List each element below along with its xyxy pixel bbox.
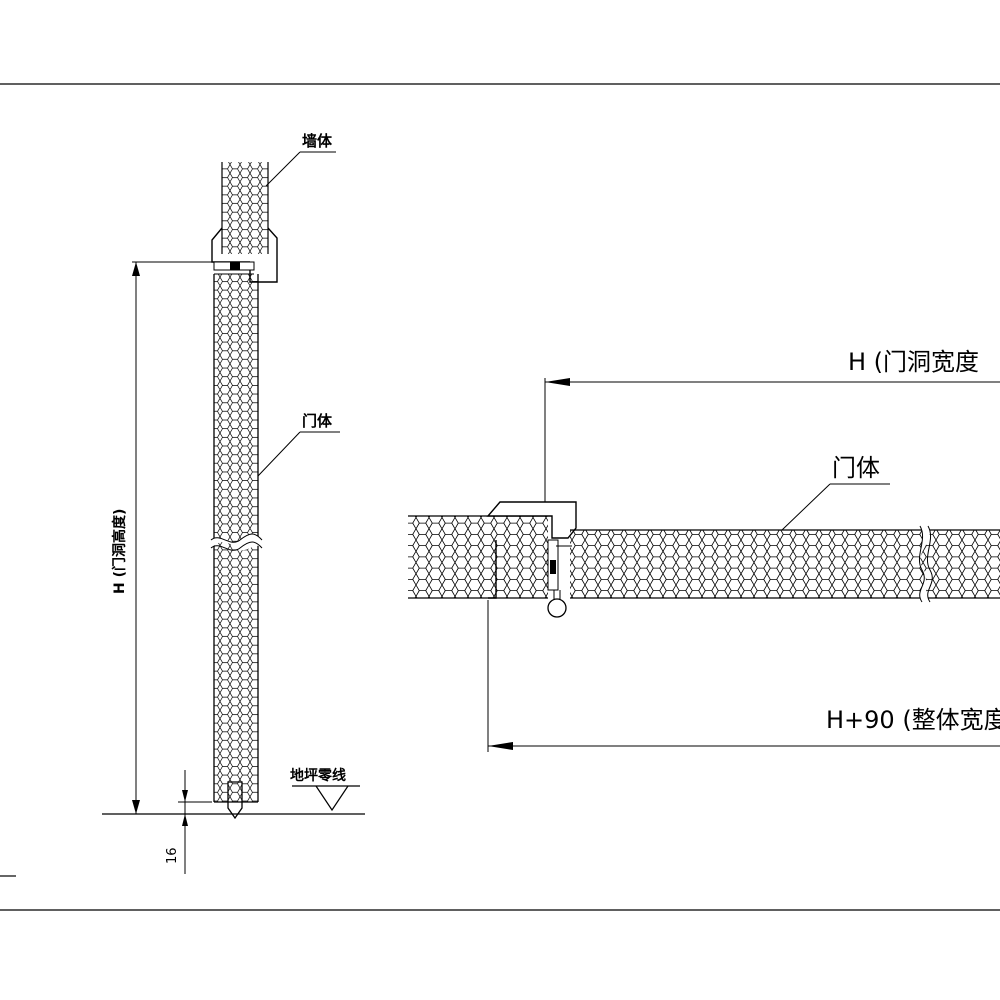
plan-door-panel (570, 525, 1000, 603)
gap-dimension-label: 16 (165, 847, 180, 864)
plan-view: H (门洞宽度 门体 H+90 (整体宽度 (408, 348, 1000, 752)
overall-width-label: H+90 (整体宽度 (826, 706, 1000, 734)
leader-lines-left (257, 151, 340, 477)
plan-wall-panel (408, 515, 548, 599)
floor-label: 地坪零线 (290, 767, 346, 784)
bottom-seal (227, 781, 243, 820)
elevation-view: 墙体 门体 地坪零线 H (门洞高度) 16 (102, 132, 365, 874)
opening-width-dimension (544, 378, 1000, 502)
wall-label: 墙体 (302, 132, 333, 150)
height-dimension (132, 261, 222, 814)
leader-line-plan (781, 483, 890, 531)
door-panel (210, 274, 263, 803)
gap-dimension (178, 770, 212, 874)
wall-panel (221, 162, 269, 254)
floor-level-symbol (292, 785, 360, 812)
door-label-elevation: 门体 (302, 412, 333, 430)
height-dimension-label: H (门洞高度) (111, 509, 128, 594)
opening-width-label: H (门洞宽度 (848, 348, 979, 376)
overall-width-dimension (487, 600, 1000, 752)
door-label-plan: 门体 (832, 454, 880, 482)
drawing-frame (0, 83, 1000, 911)
